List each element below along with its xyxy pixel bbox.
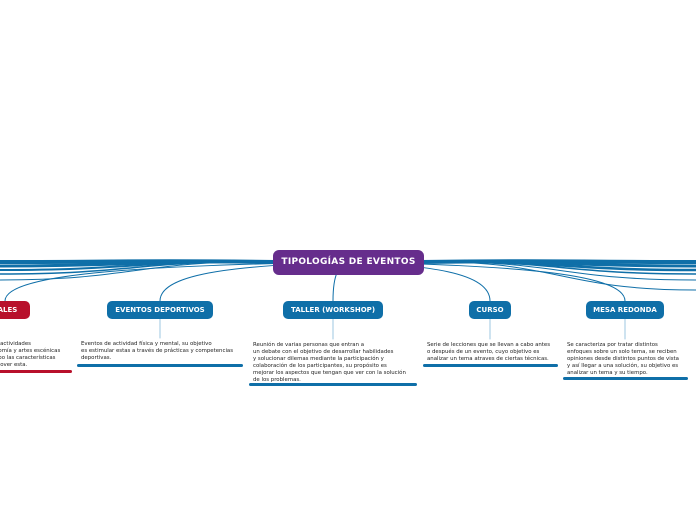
note-line: de los problemas. <box>253 377 301 383</box>
topic-taller-workshop[interactable]: TALLER (WORKSHOP) <box>283 301 383 319</box>
note-line: Eventos de actividad física y mental, su… <box>81 341 212 347</box>
offscreen-branch-connector <box>420 261 696 291</box>
note-line: es estimular estas a través de prácticas… <box>81 348 234 354</box>
note-line: mejorar los aspectos que tengan que ver … <box>253 370 406 376</box>
note-line: abo las características <box>0 355 56 361</box>
topic-mesa-redonda[interactable]: MESA REDONDA <box>586 301 664 319</box>
topic-curso[interactable]: CURSO <box>469 301 511 319</box>
note-underline <box>423 364 558 367</box>
note-line: deportivas. <box>81 355 112 361</box>
note-line: y así llegar a una solución, su objetivo… <box>567 363 679 369</box>
note-underline <box>0 370 72 373</box>
note-line: mover esta. <box>0 362 28 368</box>
note-underline <box>249 383 417 386</box>
offscreen-branch-connector <box>0 261 276 281</box>
note-line: un debate con el objetivo de desarrollar… <box>253 349 394 355</box>
note-underline <box>77 364 243 367</box>
note-line: Serie de lecciones que se llevan a cabo … <box>427 342 551 348</box>
topic-note-eventos-deportivos: Eventos de actividad física y mental, su… <box>81 341 233 362</box>
note-line: o después de un evento, cuyo objetivo es <box>427 349 540 355</box>
note-line: colaboración de los participantes, su pr… <box>253 363 387 369</box>
note-line: opiniones desde distintos puntos de vist… <box>567 356 679 362</box>
note-line: analizar un tema atraves de ciertas técn… <box>427 356 549 362</box>
note-line: Se caracteriza por tratar distintos <box>567 342 658 348</box>
note-line: n actividades <box>0 341 31 347</box>
topic-eventos-deportivos[interactable]: EVENTOS DEPORTIVOS <box>107 301 213 319</box>
central-topic[interactable]: TIPOLOGÍAS DE EVENTOS <box>273 250 424 275</box>
topic-vales[interactable]: VALES <box>0 301 30 319</box>
topic-note-curso: Serie de lecciones que se llevan a cabo … <box>427 342 550 363</box>
note-underline <box>563 377 688 380</box>
note-line: enfoques sobre un solo tema, se reciben <box>567 349 677 355</box>
note-line: Reunión de varias personas que entran a <box>253 342 365 348</box>
note-line: analizar un tema y su tiempo. <box>567 370 648 376</box>
note-line: nomía y artes escénicas <box>0 348 61 354</box>
note-line: y solucionar dilemas mediante la partici… <box>253 356 384 362</box>
